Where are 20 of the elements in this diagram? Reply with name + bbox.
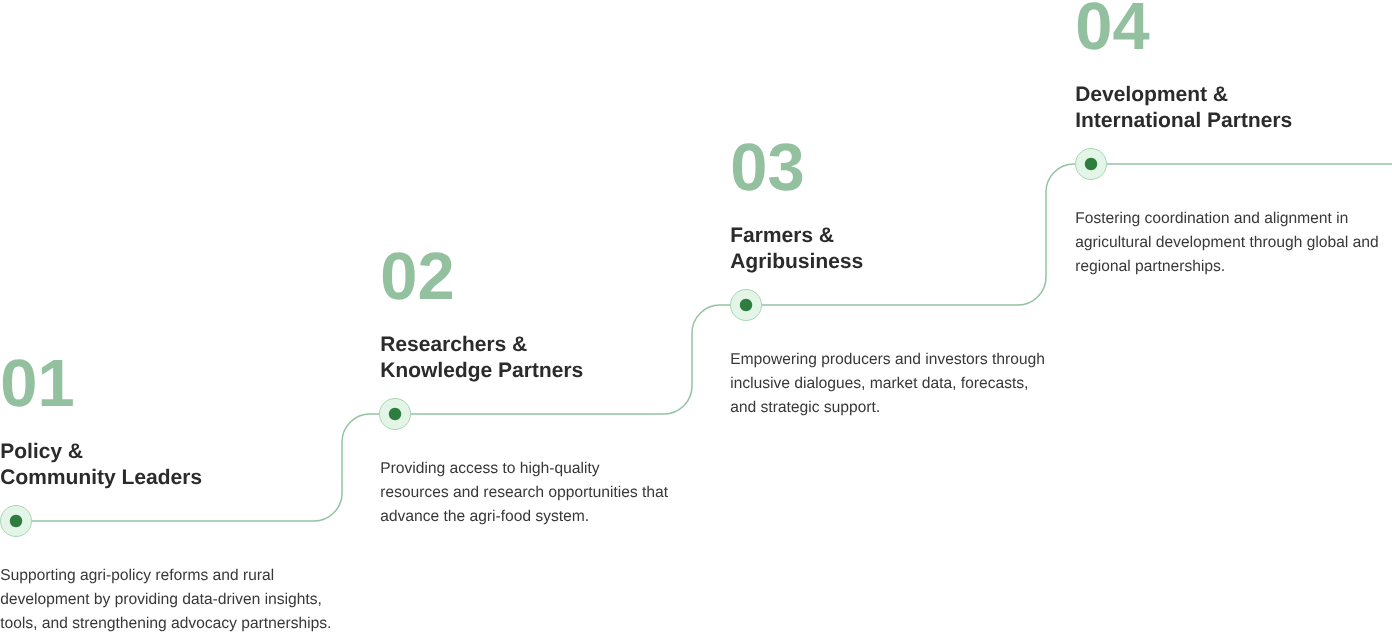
connector-line (410, 304, 731, 415)
step-number: 01 (2, 359, 73, 407)
step-description: Supporting agri-policy reforms and rural development by providing data-driven insights, tools, and strengthening advocacy partnerships. (0, 568, 330, 632)
step-title: Development & International Partners (1076, 85, 1292, 128)
timeline-dot (0, 505, 32, 537)
step-title: Researchers & Knowledge Partners (381, 335, 583, 382)
step-title: Farmers & Agribusiness (730, 227, 863, 273)
timeline-dot (379, 398, 411, 430)
step-number: 02 (382, 252, 453, 300)
step-title: Policy & Community Leaders (1, 442, 202, 489)
connector-line (761, 163, 1076, 306)
step-description: Fostering coordination and alignment in agricultural development through global and regional partnerships. (1075, 211, 1378, 275)
step-description: Empowering producers and investors through inclusive dialogues, market data, forecasts, and strategic support. (730, 352, 1044, 416)
connector-line (1106, 163, 1392, 165)
timeline-dot (730, 289, 762, 321)
step-number: 04 (1077, 2, 1150, 50)
step-description: Providing access to high-quality resources and research opportunities that advance the agri-food system. (380, 461, 668, 525)
step-number: 03 (732, 143, 803, 191)
connector-line (31, 413, 380, 522)
timeline-dot (1075, 148, 1107, 180)
